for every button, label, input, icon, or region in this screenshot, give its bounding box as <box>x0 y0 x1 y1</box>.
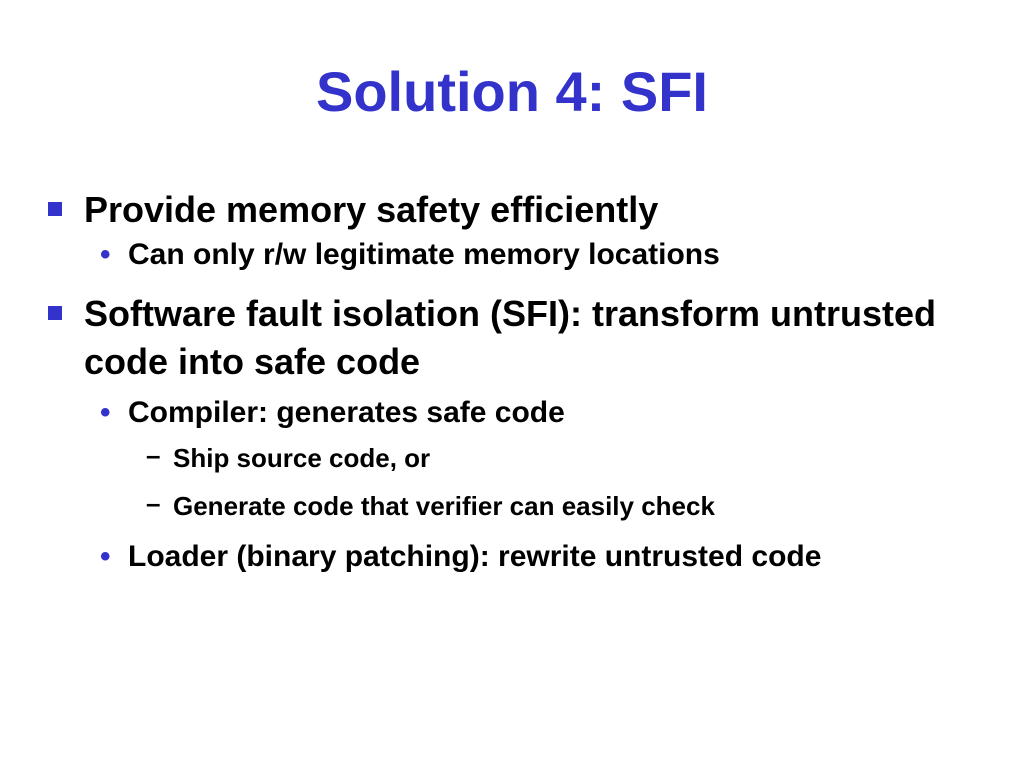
slide-body: Provide memory safety efficiently • Can … <box>40 186 1000 578</box>
square-bullet-icon <box>48 306 62 320</box>
sub-bullet-text: Compiler: generates safe code <box>128 396 565 429</box>
sub-sub-bullet-text: Generate code that verifier can easily c… <box>173 491 715 521</box>
round-bullet-icon: • <box>100 238 111 271</box>
sub-bullet-compiler: • Compiler: generates safe code <box>40 392 1000 434</box>
slide-title: Solution 4: SFI <box>316 60 708 123</box>
sub-sub-bullet-ship-source: – Ship source code, or <box>40 434 1000 482</box>
bullet-text: Provide memory safety efficiently <box>84 189 659 230</box>
sub-bullet-text: Loader (binary patching): rewrite untrus… <box>128 540 822 573</box>
round-bullet-icon: • <box>100 540 111 573</box>
sub-bullet-loader: • Loader (binary patching): rewrite untr… <box>40 536 1000 578</box>
bullet-memory-safety: Provide memory safety efficiently <box>40 186 1000 234</box>
bullet-sfi: Software fault isolation (SFI): transfor… <box>40 290 1000 386</box>
square-bullet-icon <box>48 202 62 216</box>
sub-bullet-legitimate-locations: • Can only r/w legitimate memory locatio… <box>40 234 1000 276</box>
dash-bullet-icon: – <box>146 488 161 518</box>
bullet-text: Software fault isolation (SFI): transfor… <box>84 293 937 382</box>
dash-bullet-icon: – <box>146 440 161 470</box>
sub-sub-bullet-verifier: – Generate code that verifier can easily… <box>40 482 1000 530</box>
sub-bullet-text: Can only r/w legitimate memory locations <box>128 238 720 271</box>
sub-sub-bullet-text: Ship source code, or <box>173 443 431 473</box>
round-bullet-icon: • <box>100 396 111 429</box>
